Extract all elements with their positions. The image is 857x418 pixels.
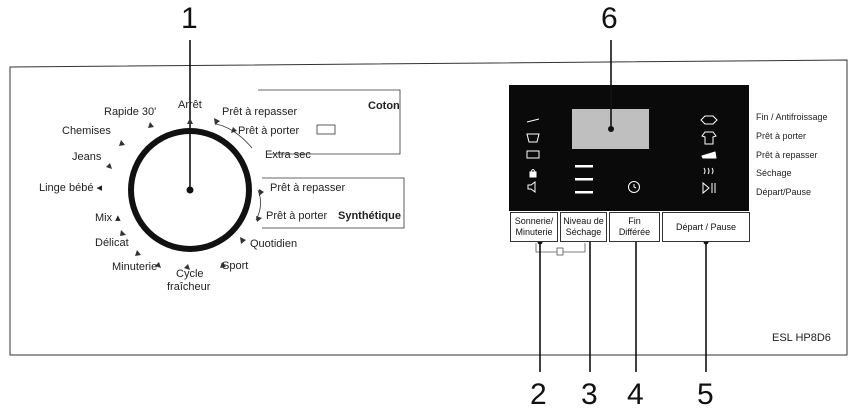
synthetique-bracket <box>262 177 405 229</box>
pret-a-porter-icon <box>316 124 336 135</box>
drying-level-bars <box>575 165 593 194</box>
child-lock-icon <box>556 247 564 256</box>
label-cycle: Cycle <box>176 268 204 280</box>
label-coton-pret-a-repasser: Prêt à repasser <box>222 106 298 118</box>
lcd-dot <box>608 126 614 132</box>
callout-number-6: 6 <box>601 2 618 35</box>
label-coton-extra-sec: Extra sec <box>265 149 311 161</box>
sonnerie-label-line2: Minuterie <box>515 227 553 237</box>
coton-arc <box>215 123 253 149</box>
iron-icon-right <box>701 151 717 159</box>
label-arret: Arrêt <box>178 99 202 111</box>
synthetique-arc <box>255 189 261 221</box>
niveau-label-line2: Séchage <box>565 227 602 237</box>
callout-number-4: 4 <box>627 378 644 411</box>
steam-icon <box>703 167 714 175</box>
clock-icon <box>628 181 640 193</box>
depart-pause-label: Départ / Pause <box>675 221 737 232</box>
label-pret-a-porter-right: Prêt à porter <box>756 131 807 141</box>
tub-icon <box>526 133 540 143</box>
sonnerie-minuterie-button[interactable]: Sonnerie/ Minuterie <box>510 212 558 242</box>
model-number: ESL HP8D6 <box>772 332 831 344</box>
label-synthetique-pret-a-porter: Prêt à porter <box>266 210 328 222</box>
label-fin-antifroissage: Fin / Antifroissage <box>756 112 828 122</box>
label-fraicheur: fraîcheur <box>167 281 211 293</box>
speaker-icon <box>527 181 536 193</box>
label-mix: Mix ▴ <box>95 212 121 224</box>
left-icon-column <box>526 118 540 193</box>
coton-bracket <box>258 89 401 155</box>
callout-number-5: 5 <box>697 378 714 411</box>
depart-pause-button[interactable]: Départ / Pause <box>662 212 750 242</box>
fin-label-line2: Différée <box>618 227 651 237</box>
lock-icon <box>529 171 537 178</box>
niveau-label-line1: Niveau de <box>563 216 604 226</box>
label-sechage: Séchage <box>756 168 792 178</box>
callout-number-2: 2 <box>530 378 547 411</box>
panel-outline <box>9 59 848 356</box>
label-delicat: Délicat <box>95 237 129 249</box>
label-coton-pret-a-porter: Prêt à porter <box>238 125 300 137</box>
label-minuterie: Minuterie <box>112 261 158 273</box>
label-jeans: Jeans <box>72 151 102 163</box>
lock-shackle <box>530 169 536 173</box>
fin-label-line1: Fin <box>628 216 641 226</box>
sonnerie-label-line1: Sonnerie/ <box>514 216 554 226</box>
label-synthetique-pret-a-repasser: Prêt à repasser <box>270 182 346 194</box>
niveau-sechage-button[interactable]: Niveau de Séchage <box>560 212 607 242</box>
callout-number-3: 3 <box>581 378 598 411</box>
anti-crease-icon <box>700 115 718 125</box>
label-linge-bebe: Linge bébé ◂ <box>39 182 103 194</box>
label-coton-group: Coton <box>368 100 400 112</box>
fin-differee-button[interactable]: Fin Différée <box>609 212 660 242</box>
label-chemises: Chemises <box>62 125 111 137</box>
label-rapide-30: Rapide 30' <box>104 106 157 118</box>
right-icon-column <box>700 115 718 195</box>
label-synthetique-group: Synthétique <box>338 210 401 222</box>
shirt-icon <box>701 131 717 145</box>
iron-icon <box>526 118 540 123</box>
label-pret-a-repasser-right: Prêt à repasser <box>756 150 818 160</box>
screen-icon <box>526 150 540 159</box>
label-quotidien: Quotidien <box>250 238 298 250</box>
dial-markers <box>106 118 264 270</box>
callout-number-1: 1 <box>181 2 198 35</box>
label-depart-pause-right: Départ/Pause <box>756 187 812 197</box>
play-pause-icon <box>702 181 716 195</box>
label-sport: Sport <box>222 260 249 272</box>
